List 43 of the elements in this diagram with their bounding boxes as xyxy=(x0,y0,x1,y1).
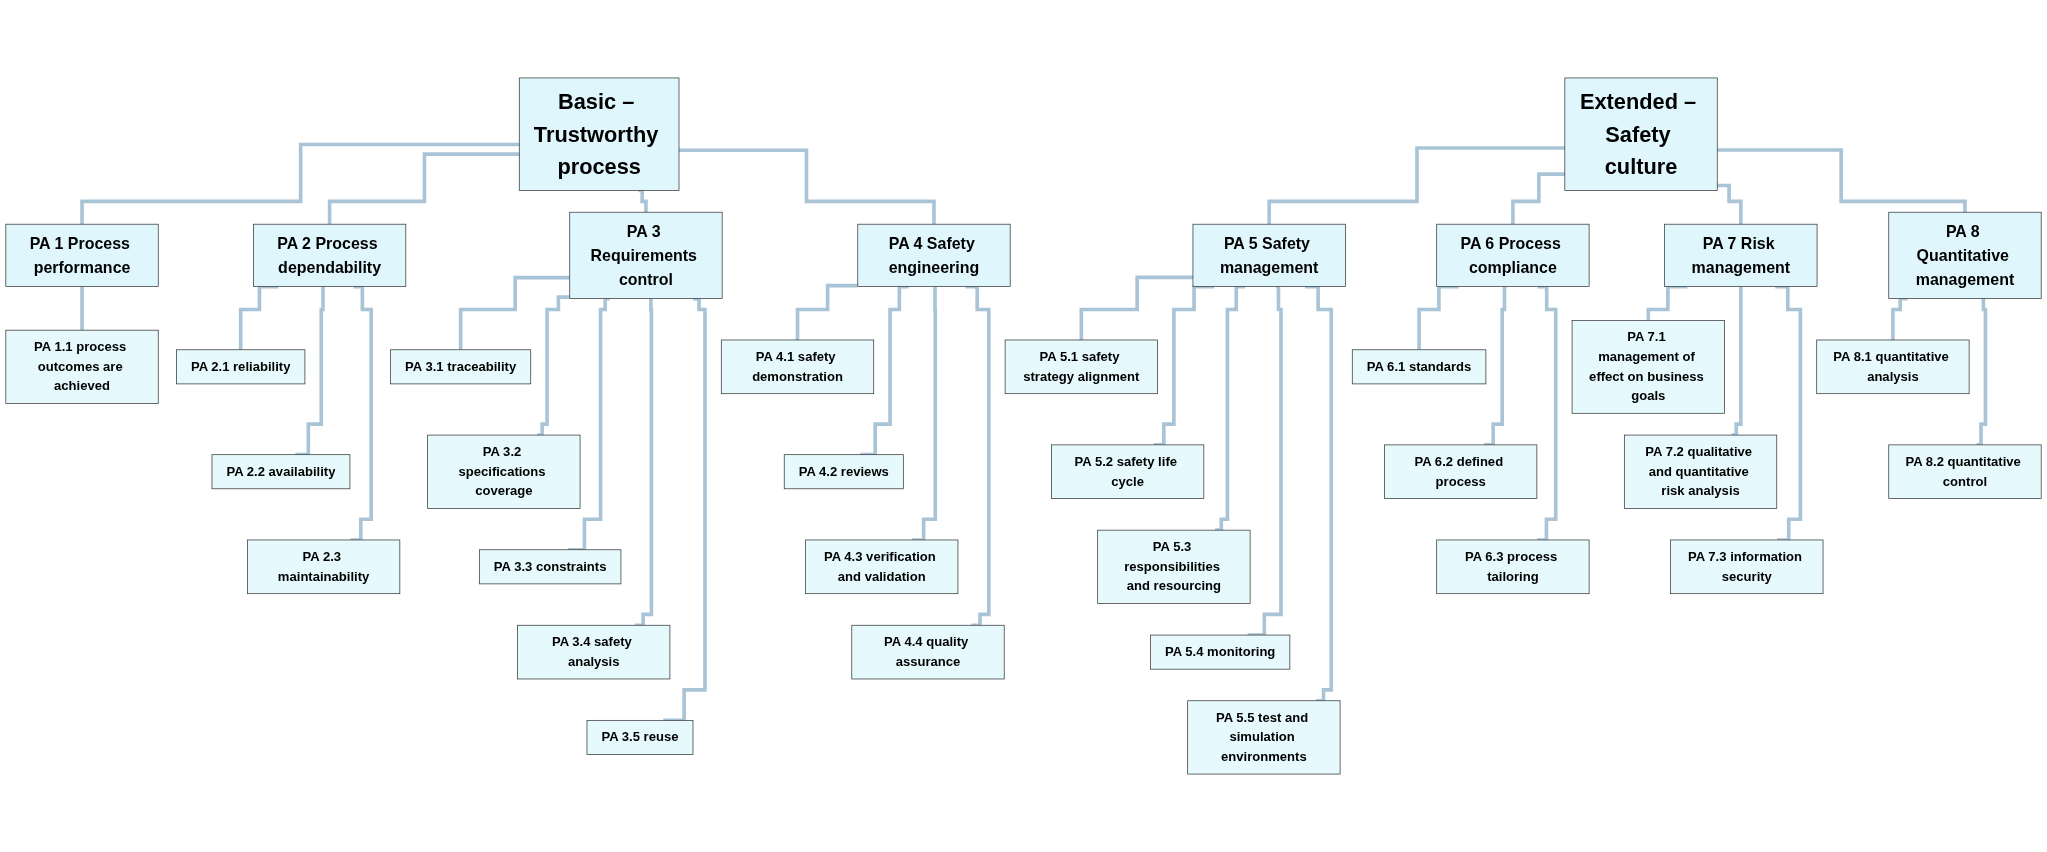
connector xyxy=(537,295,570,437)
node-box: PA 8 Quantitative management xyxy=(1888,211,2042,299)
node-box: PA 3.2 specifications coverage xyxy=(427,434,581,509)
node-box: PA 5.5 test and simulation environments xyxy=(1187,700,1341,775)
node-box: PA 5.1 safety strategy alignment xyxy=(1004,339,1158,395)
node-box: PA 6.3 process tailoring xyxy=(1436,539,1590,595)
node-box: PA 1.1 process outcomes are achieved xyxy=(5,329,159,404)
node-box: PA 5 Safety management xyxy=(1192,223,1346,287)
connector xyxy=(1511,172,1565,226)
node-box: PA 4 Safety engineering xyxy=(857,223,1011,287)
connector xyxy=(80,142,520,226)
connector xyxy=(327,152,520,226)
connector xyxy=(1267,146,1565,226)
node-box: PA 7.1 management of effect on business goals xyxy=(1571,320,1725,414)
node-box: PA 4.4 quality assurance xyxy=(851,624,1005,680)
node-box: PA 3.3 constraints xyxy=(478,549,622,585)
node-box: PA 2.1 reliability xyxy=(176,349,306,385)
node-box: Basic – Trustworthy process xyxy=(518,77,680,191)
node-box: PA 6 Process compliance xyxy=(1436,223,1590,287)
node-box: PA 7 Risk management xyxy=(1664,223,1818,287)
node-box: Extended – Safety culture xyxy=(1564,77,1718,191)
node-box: PA 7.3 information security xyxy=(1670,539,1824,595)
node-box: PA 3 Requirements control xyxy=(569,211,723,299)
node-box: PA 5.4 monitoring xyxy=(1150,634,1291,670)
node-box: PA 3.1 traceability xyxy=(390,349,532,385)
node-box: PA 7.2 qualitative and quantitative risk analysis xyxy=(1623,434,1778,509)
node-box: PA 2.3 maintainability xyxy=(247,539,401,595)
node-box: PA 8.1 quantitative analysis xyxy=(1816,339,1970,395)
node-box: PA 6.1 standards xyxy=(1351,349,1487,385)
node-box: PA 5.3 responsibilities and resourcing xyxy=(1097,529,1251,604)
node-box: PA 2.2 availability xyxy=(211,454,351,490)
node-box: PA 5.2 safety life cycle xyxy=(1051,444,1205,499)
node-box: PA 3.5 reuse xyxy=(586,720,694,755)
node-box: PA 1 Process performance xyxy=(5,223,159,287)
node-box: PA 2 Process dependability xyxy=(253,223,407,287)
connector xyxy=(679,148,936,226)
node-box: PA 4.1 safety demonstration xyxy=(720,339,875,395)
node-box: PA 4.2 reviews xyxy=(783,454,904,490)
node-box: PA 4.3 verification and validation xyxy=(805,539,959,595)
node-box: PA 6.2 defined process xyxy=(1384,444,1538,499)
connector xyxy=(1717,183,1743,226)
node-box: PA 3.4 safety analysis xyxy=(517,624,671,680)
node-box: PA 8.2 quantitative control xyxy=(1888,444,2042,499)
